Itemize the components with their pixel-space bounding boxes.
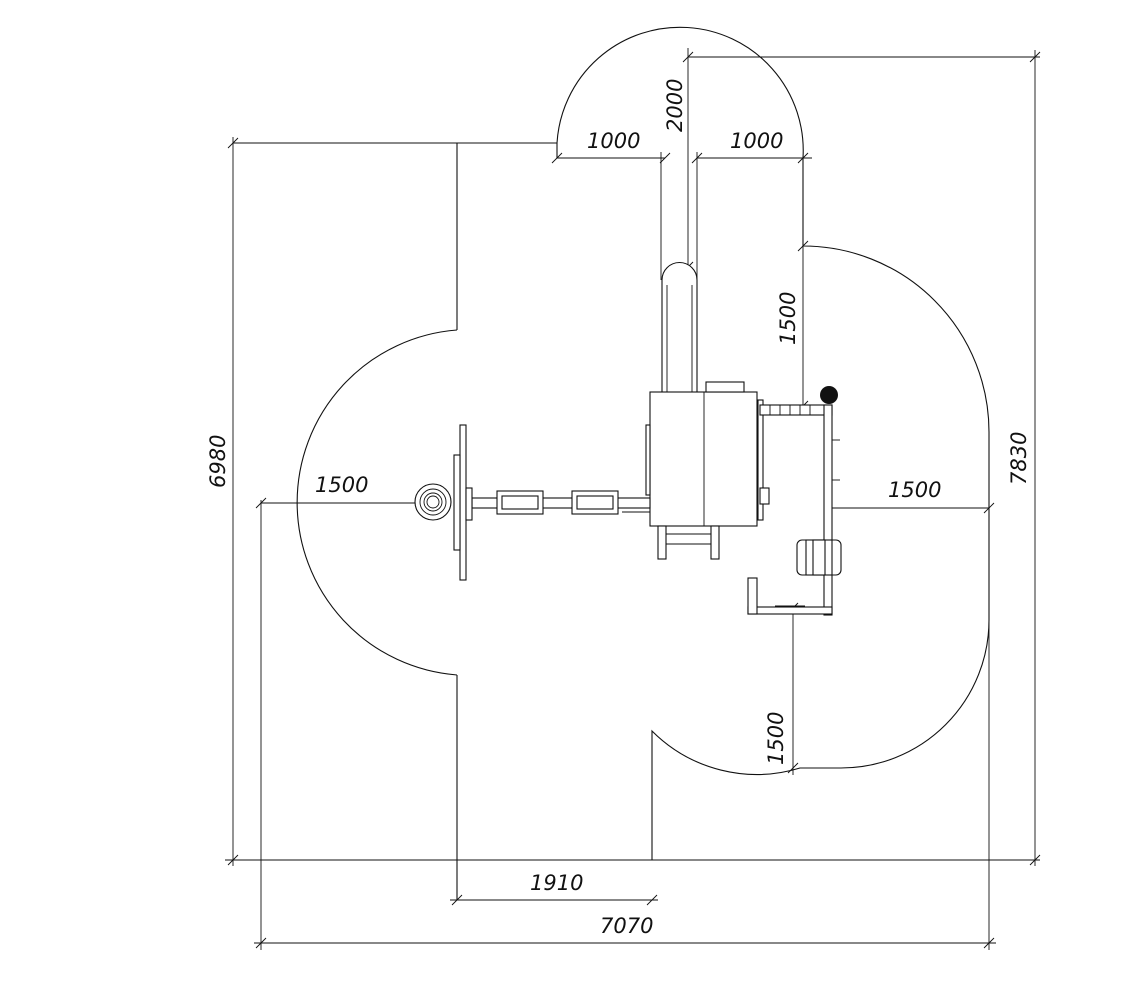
dimension-lines — [225, 48, 1041, 950]
dim-right-upper-radius: 1500 — [776, 292, 800, 345]
dim-top-right-radius: 1000 — [730, 129, 783, 153]
dim-right-height: 7830 — [1007, 432, 1031, 485]
dim-bottom-right-radius: 1500 — [764, 712, 788, 765]
dim-left-height: 6980 — [206, 435, 230, 488]
dim-left-radius: 1500 — [315, 473, 368, 497]
safety-zone-outline — [233, 26, 990, 900]
playground-equipment — [414, 261, 842, 616]
dim-top-left-radius: 1000 — [587, 129, 640, 153]
dim-top-height: 2000 — [663, 79, 687, 132]
dim-total-width: 7070 — [600, 914, 653, 938]
dim-inner-width: 1910 — [530, 871, 583, 895]
dim-right-radius: 1500 — [888, 478, 941, 502]
